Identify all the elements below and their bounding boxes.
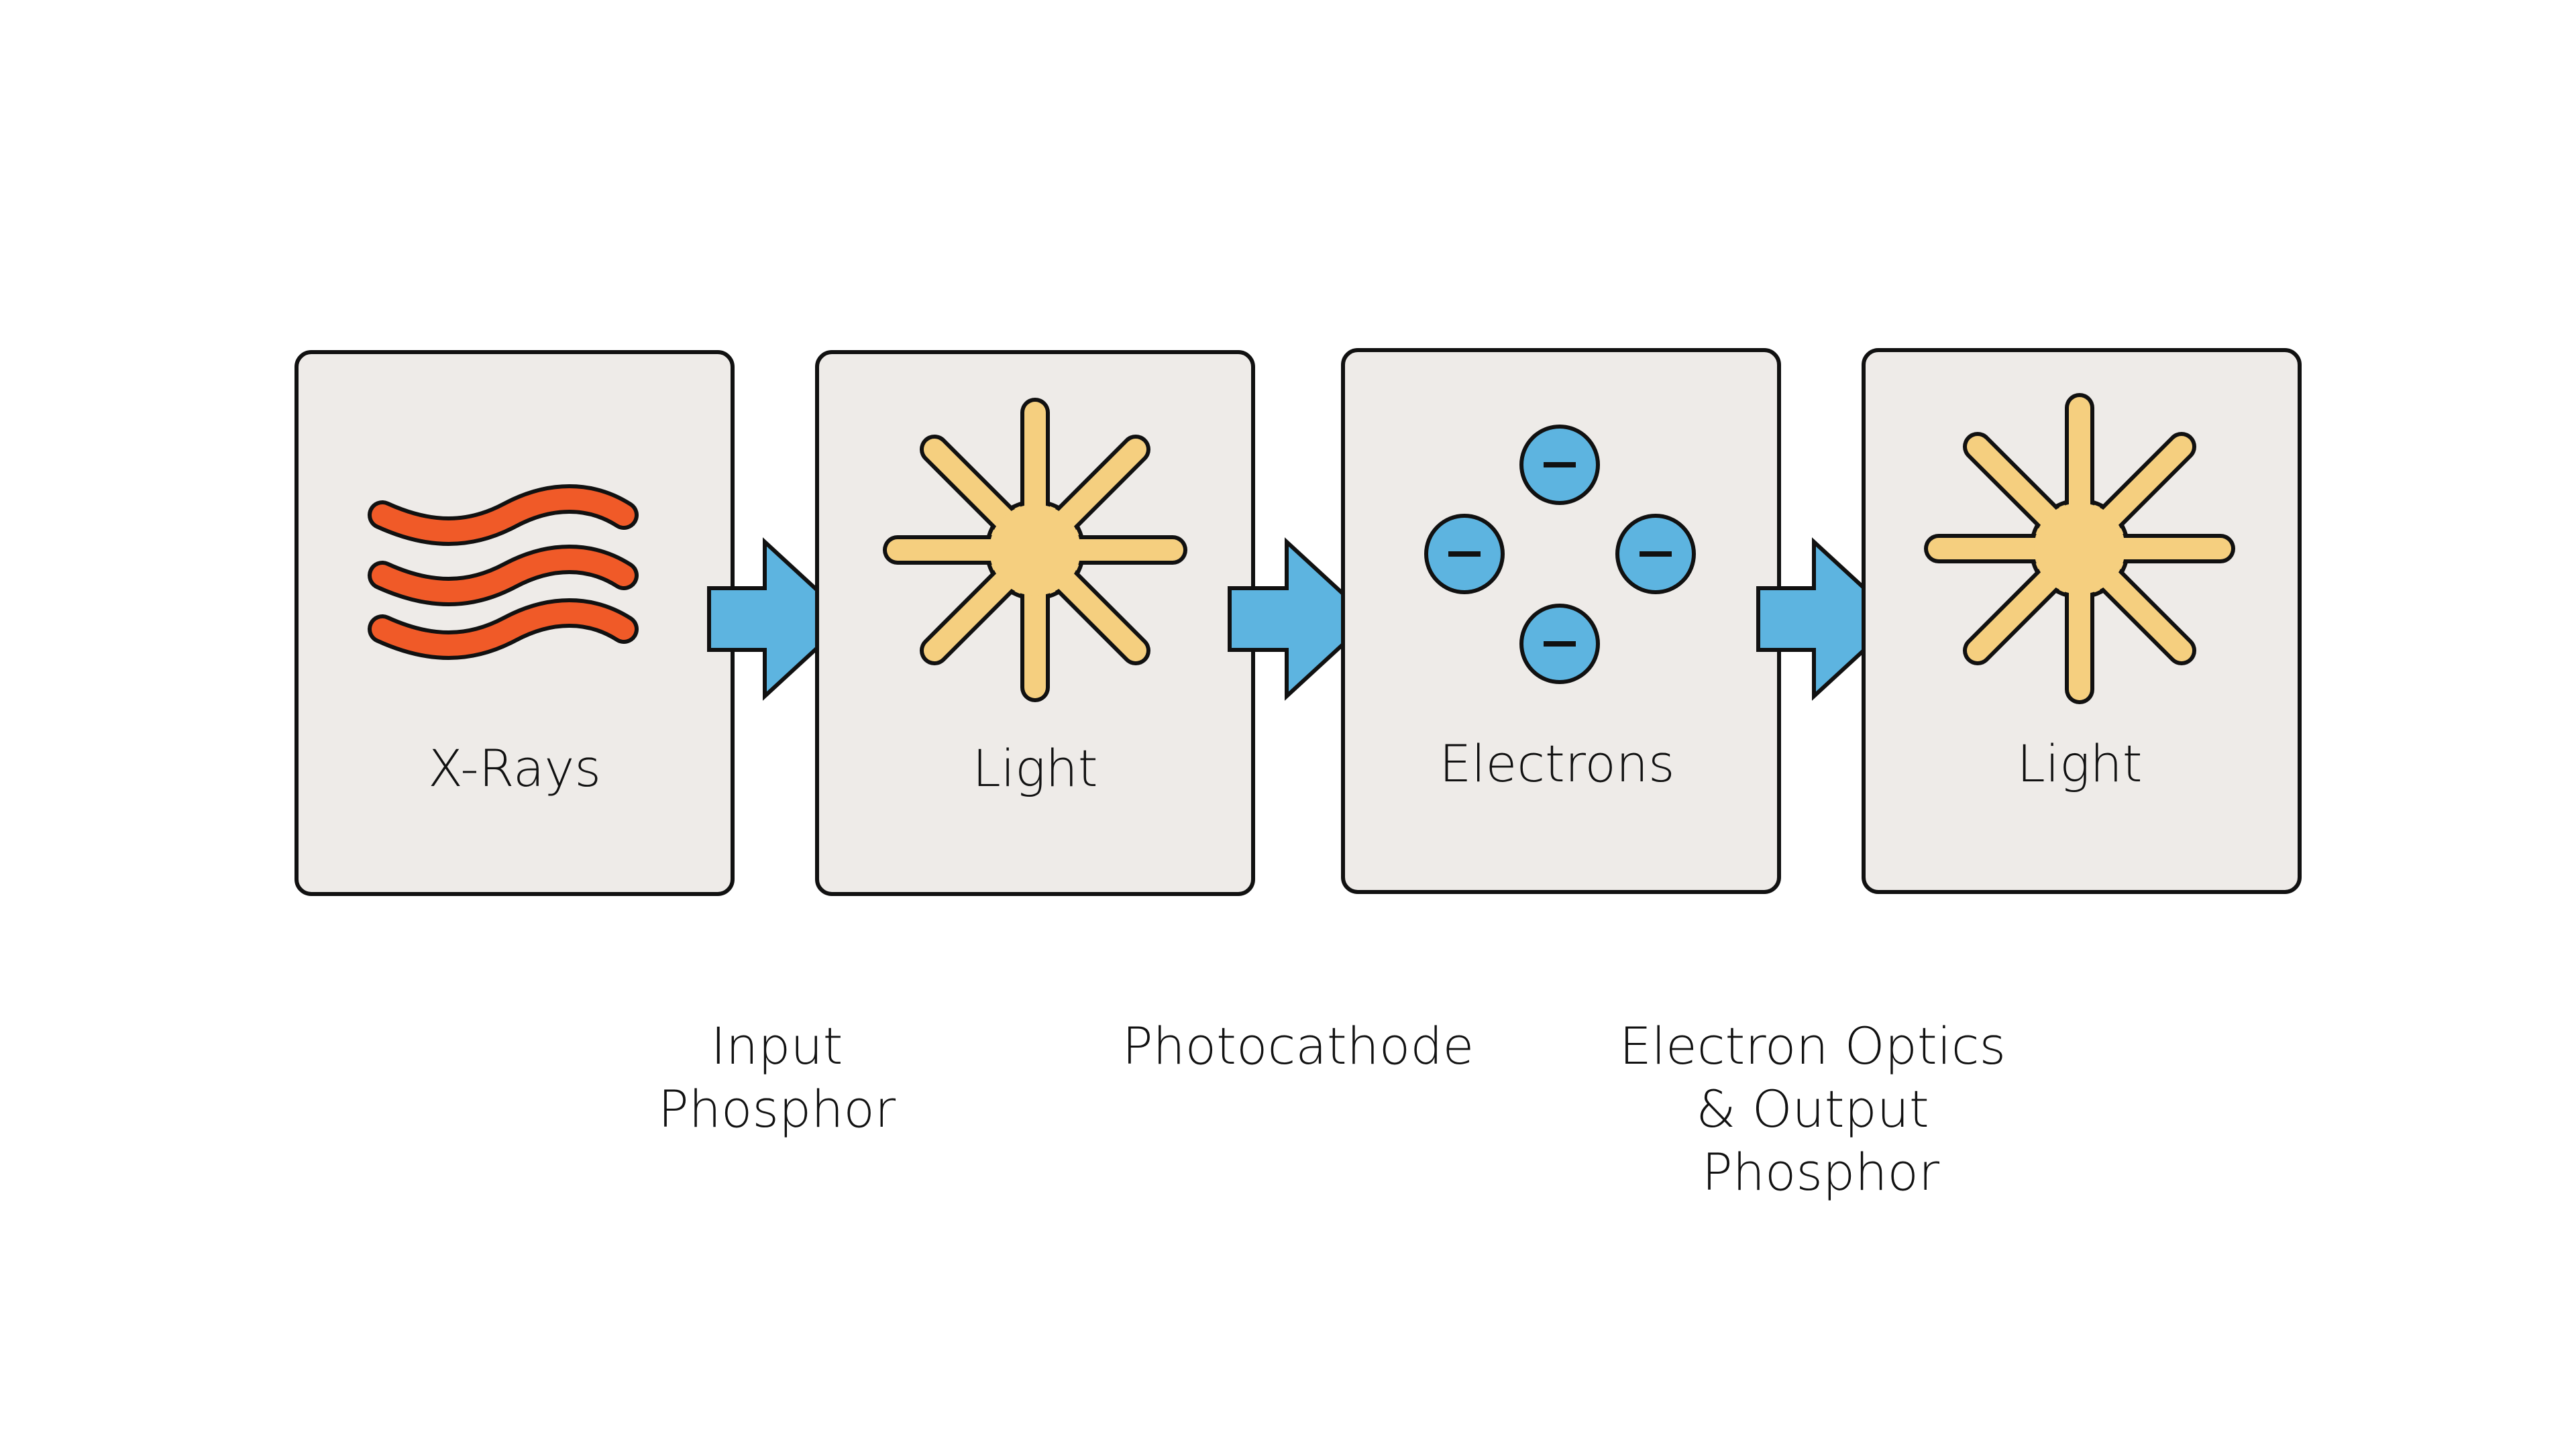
box-light: Light	[815, 350, 1255, 896]
right-arrow-icon	[1756, 537, 1901, 701]
step-label-photocathode: Photocathode	[1122, 1016, 1474, 1076]
electrons-icon	[1424, 425, 1696, 684]
light-burst-icon	[1924, 393, 2235, 704]
box-electrons: Electrons	[1341, 348, 1781, 894]
box-label-x-rays: X-Rays	[428, 738, 601, 798]
box-label-light-output: Light	[2017, 734, 2142, 793]
step-label-line: Input	[711, 1016, 843, 1076]
step-label-line: Photocathode	[1122, 1016, 1474, 1076]
box-label-electrons: Electrons	[1439, 734, 1674, 793]
step-label-line: Electron Optics	[1619, 1016, 2006, 1076]
electron-icon	[1519, 425, 1600, 505]
right-arrow-icon	[707, 537, 852, 701]
step-label-electron-optics-output-phosphor: Electron Optics & Output Phosphor	[1619, 1016, 2006, 1202]
step-label-line: Phosphor	[1702, 1142, 1940, 1202]
box-x-rays: X-Rays	[294, 350, 735, 896]
electron-icon	[1424, 514, 1505, 594]
electron-icon	[1615, 514, 1696, 594]
step-label-input-phosphor: Input Phosphor	[658, 1016, 896, 1139]
light-burst-icon	[883, 398, 1187, 702]
box-label-light: Light	[972, 738, 1097, 798]
right-arrow-icon	[1228, 537, 1374, 701]
step-label-line: & Output	[1696, 1079, 1929, 1139]
box-light-output: Light	[1862, 348, 2302, 894]
x-ray-waves-icon	[368, 484, 639, 660]
electron-icon	[1519, 604, 1600, 684]
step-label-line: Phosphor	[658, 1079, 896, 1139]
